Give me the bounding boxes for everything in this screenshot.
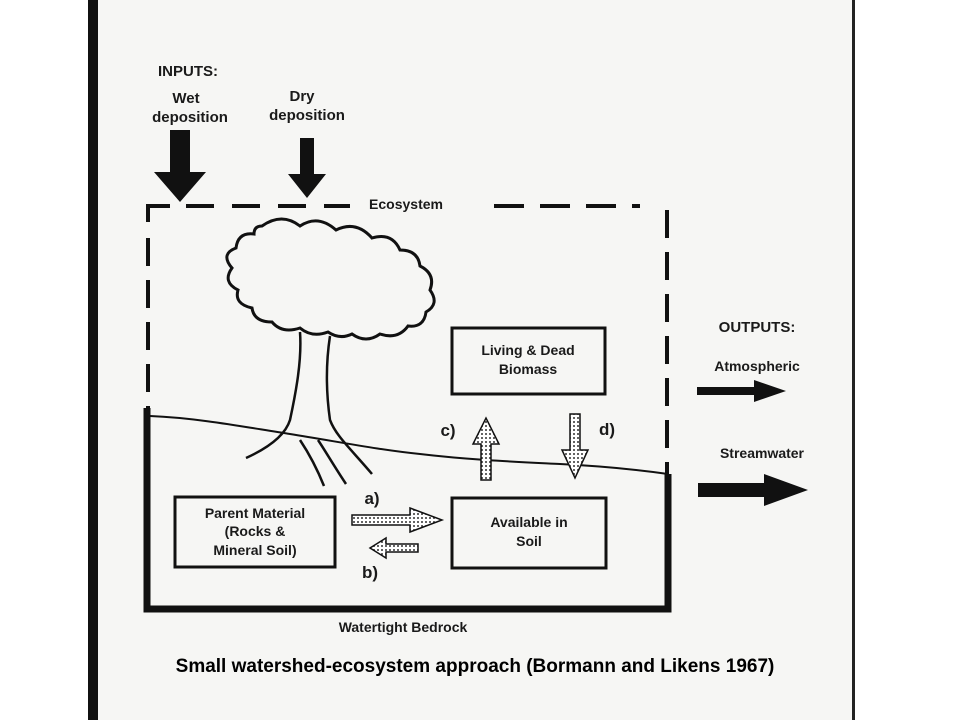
dry-deposition-label-line2: deposition <box>269 107 345 124</box>
bedrock-label: Watertight Bedrock <box>339 619 468 635</box>
atmospheric-label: Atmospheric <box>714 358 800 374</box>
wet-deposition-label-line1: Wet <box>172 90 199 107</box>
inputs-title: INPUTS: <box>158 63 218 80</box>
soil-box-line2: Soil <box>516 533 542 549</box>
flow-b-label: b) <box>362 563 378 582</box>
ground-surface-line <box>149 415 669 475</box>
slide-right-border <box>852 0 855 720</box>
slide-left-border <box>88 0 98 720</box>
atmospheric-output-arrow <box>697 380 786 402</box>
wet-deposition-arrow <box>154 130 206 202</box>
tree-trunk <box>245 331 373 487</box>
wet-deposition-label-line2: deposition <box>152 109 228 126</box>
tree-canopy <box>225 217 436 341</box>
parent-material-line3: Mineral Soil) <box>213 542 296 558</box>
outputs-title: OUTPUTS: <box>719 319 796 336</box>
slide-caption: Small watershed-ecosystem approach (Borm… <box>175 656 775 677</box>
parent-material-line2: (Rocks & <box>225 523 286 539</box>
biomass-box-line2: Biomass <box>499 361 558 377</box>
ecosystem-boundary <box>146 204 669 475</box>
flow-d-label: d) <box>599 420 615 439</box>
slide-background <box>98 0 852 720</box>
streamwater-output-arrow <box>698 474 808 506</box>
flow-d-arrow <box>560 413 590 480</box>
parent-material-box <box>173 495 337 569</box>
watershed-container <box>143 408 672 613</box>
parent-material-line1: Parent Material <box>205 505 305 521</box>
flow-c-arrow <box>471 416 501 481</box>
dry-deposition-arrow <box>288 138 326 198</box>
ecosystem-label: Ecosystem <box>369 196 443 212</box>
flow-b-arrow <box>368 536 419 560</box>
soil-box-line1: Available in <box>490 514 567 530</box>
soil-box <box>450 496 608 570</box>
biomass-box <box>450 326 607 396</box>
biomass-box-line1: Living & Dead <box>481 342 574 358</box>
dry-deposition-label-line1: Dry <box>289 88 315 105</box>
flow-a-label: a) <box>364 489 379 508</box>
streamwater-label: Streamwater <box>720 445 805 461</box>
flow-c-label: c) <box>440 421 455 440</box>
flow-a-arrow <box>351 506 445 534</box>
